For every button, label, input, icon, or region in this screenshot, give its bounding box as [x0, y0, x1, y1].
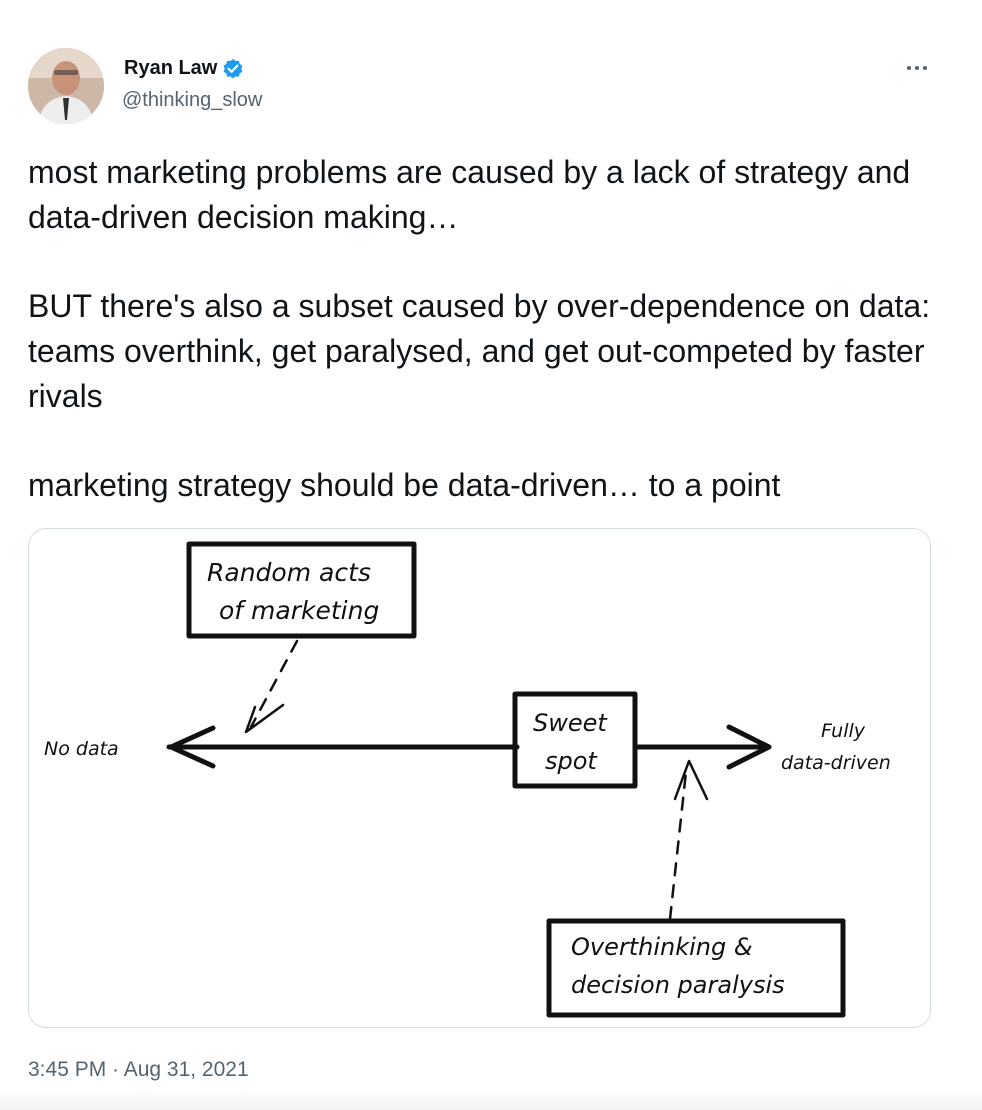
dashed-pointer-bottom: [668, 770, 688, 921]
box-overthinking: [546, 918, 846, 1018]
bottom-box-text-line2: decision paralysis: [571, 971, 785, 999]
dashed-pointer-top: [249, 639, 299, 729]
tweet-timestamp[interactable]: 3:45 PM · Aug 31, 2021: [28, 1058, 249, 1081]
tweet-media-diagram[interactable]: Random acts of marketing Sweet spot Over…: [28, 528, 931, 1028]
top-box-text-line2: of marketing: [219, 596, 379, 625]
axis-label-no-data: No data: [44, 738, 119, 760]
author-avatar[interactable]: [28, 48, 104, 124]
arrowhead-right: [726, 724, 772, 770]
tweet-text: most marketing problems are caused by a …: [28, 150, 948, 508]
arrowhead-left: [168, 725, 216, 769]
tweet-paragraph: marketing strategy should be data-driven…: [28, 467, 781, 503]
box-sweet-spot: [512, 691, 638, 789]
bottom-divider: [0, 1090, 982, 1110]
more-options-icon[interactable]: [902, 58, 932, 78]
verified-badge-icon: [222, 58, 244, 80]
axis-label-data-driven: data-driven: [781, 752, 891, 774]
axis-label-fully: Fully: [821, 720, 866, 742]
box-random-acts: [186, 541, 417, 639]
center-box-text-line1: Sweet: [533, 709, 608, 737]
bottom-box-text-line1: Overthinking &: [571, 933, 753, 961]
tweet-paragraph: BUT there's also a subset caused by over…: [28, 288, 931, 414]
center-box-text-line2: spot: [545, 747, 598, 775]
tweet-paragraph: most marketing problems are caused by a …: [28, 154, 911, 235]
avatar-image: [28, 48, 104, 124]
author-display-name[interactable]: Ryan Law: [124, 57, 218, 79]
diagram-canvas: Random acts of marketing Sweet spot Over…: [44, 541, 891, 1018]
top-box-text-line1: Random acts: [207, 558, 371, 587]
pointer-arrowhead-bottom: [673, 759, 709, 801]
author-handle[interactable]: @thinking_slow: [122, 89, 263, 111]
pointer-arrowhead-top: [244, 703, 285, 734]
